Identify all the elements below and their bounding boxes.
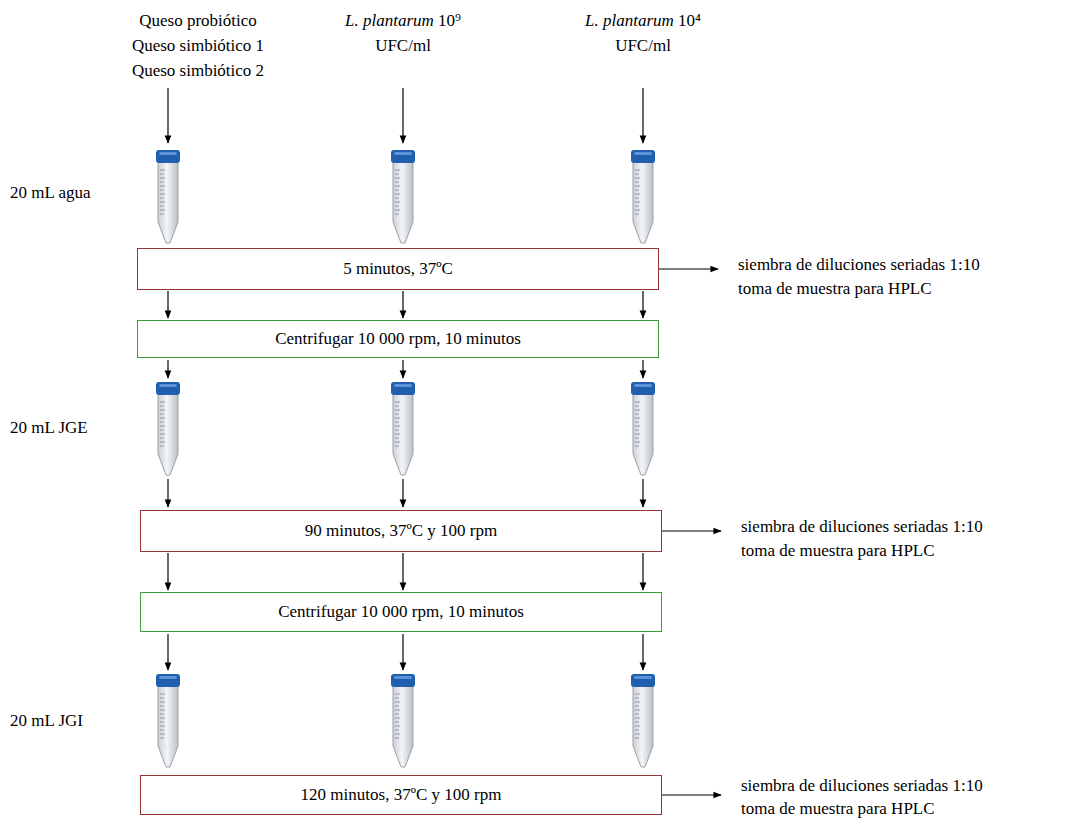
incubation-box: 120 minutos, 37ºC y 100 rpm xyxy=(140,775,662,815)
medium-label: 20 mL JGI xyxy=(10,708,83,733)
sampling-note: toma de muestra para HPLC xyxy=(738,276,932,301)
medium-label: 20 mL JGE xyxy=(10,415,88,440)
flow-arrow xyxy=(642,88,643,143)
flow-arrow xyxy=(402,88,403,143)
incubation-box: 90 minutos, 37ºC y 100 rpm xyxy=(140,510,662,552)
tube-icon xyxy=(391,150,415,243)
step-text: Centrifugar 10 000 rpm, 10 minutos xyxy=(278,601,524,623)
flow-arrow xyxy=(642,634,643,670)
sampling-note: siembra de diluciones seriadas 1:10 xyxy=(741,773,983,798)
centrifuge-box: Centrifugar 10 000 rpm, 10 minutos xyxy=(140,592,662,632)
flow-arrow xyxy=(167,479,168,507)
step-text: 90 minutos, 37ºC y 100 rpm xyxy=(305,520,497,542)
sampling-note: siembra de diluciones seriadas 1:10 xyxy=(741,514,983,539)
flow-arrow xyxy=(167,553,168,590)
sample-name: Queso simbiótico 1 xyxy=(132,33,264,58)
tube-icon xyxy=(391,674,415,767)
sampling-arrow xyxy=(662,794,721,795)
sampling-note: toma de muestra para HPLC xyxy=(741,538,935,563)
flow-arrow xyxy=(167,291,168,318)
flow-arrow xyxy=(402,553,403,590)
sampling-arrow xyxy=(662,530,721,531)
flow-arrow xyxy=(402,291,403,318)
tube-icon xyxy=(631,150,655,243)
flow-arrow xyxy=(167,634,168,670)
flow-arrow xyxy=(167,88,168,143)
flow-arrow xyxy=(642,360,643,378)
tube-icon xyxy=(631,674,655,767)
centrifuge-box: Centrifugar 10 000 rpm, 10 minutos xyxy=(137,320,659,358)
sampling-note: toma de muestra para HPLC xyxy=(741,796,935,821)
culture-name: L. plantarum 10⁹ UFC/ml xyxy=(333,8,473,58)
sample-name: Queso simbiótico 2 xyxy=(132,58,264,83)
sample-name: Queso probiótico xyxy=(139,8,257,33)
sampling-arrow xyxy=(659,268,718,269)
flow-arrow xyxy=(167,360,168,378)
tube-icon xyxy=(156,382,180,475)
medium-label: 20 mL agua xyxy=(10,180,91,205)
flow-arrow xyxy=(642,553,643,590)
flow-arrow xyxy=(402,479,403,507)
flow-arrow xyxy=(642,291,643,318)
flow-arrow xyxy=(642,479,643,507)
step-text: 120 minutos, 37ºC y 100 rpm xyxy=(301,784,502,806)
culture-name: L. plantarum 10⁴ UFC/ml xyxy=(573,8,713,58)
flow-arrow xyxy=(402,634,403,670)
flow-arrow xyxy=(402,360,403,378)
sampling-note: siembra de diluciones seriadas 1:10 xyxy=(738,252,980,277)
tube-icon xyxy=(156,150,180,243)
step-text: 5 minutos, 37ºC xyxy=(343,258,453,280)
tube-icon xyxy=(391,382,415,475)
tube-icon xyxy=(631,382,655,475)
incubation-box: 5 minutos, 37ºC xyxy=(137,248,659,290)
step-text: Centrifugar 10 000 rpm, 10 minutos xyxy=(275,328,521,350)
tube-icon xyxy=(156,674,180,767)
